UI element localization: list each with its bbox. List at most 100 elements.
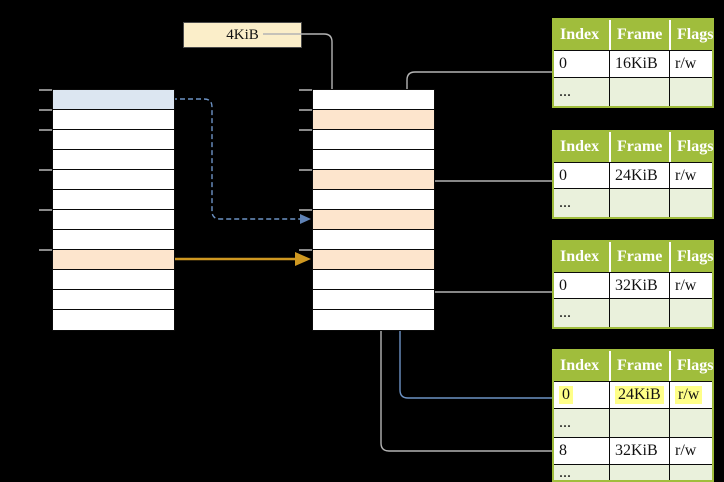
table-cell: r/w: [669, 50, 712, 77]
left-memory-column-row-5: [53, 170, 174, 190]
page-table-detail-row-3: ...: [554, 464, 712, 481]
table-cell: ...: [554, 464, 609, 481]
table-cell: 16KiB: [609, 50, 669, 77]
page-size-label: 4KiB: [183, 22, 302, 48]
connector-left-row1-to-middle-row7: [172, 98, 311, 224]
middle-memory-column-row-4: [313, 150, 434, 170]
table-cell: ...: [554, 408, 609, 437]
table-cell: r/w: [669, 272, 712, 298]
page-table-16kib-header-index: Index: [560, 26, 600, 43]
table-cell: 8: [554, 437, 609, 464]
table-cell: r/w: [669, 381, 712, 408]
left-memory-column-row-1: [53, 90, 174, 110]
middle-memory-column-row-2: [313, 110, 434, 130]
page-table-detail-row-1: ...: [554, 408, 712, 437]
table-cell: ...: [554, 298, 609, 327]
table-cell: r/w: [669, 437, 712, 464]
address-tick: [299, 109, 312, 111]
page-table-detail-header-flags: Flags: [669, 351, 713, 381]
address-tick: [299, 89, 312, 91]
page-table-detail-header-frame: Frame: [609, 351, 669, 381]
left-memory-column-row-6: [53, 190, 174, 210]
table-cell: 32KiB: [609, 437, 669, 464]
table-cell: 32KiB: [609, 272, 669, 298]
middle-memory-column-row-10: [313, 270, 434, 290]
address-tick: [299, 209, 312, 211]
highlighted-value: 0: [559, 386, 573, 404]
middle-memory-column-row-9: [313, 250, 434, 270]
address-tick: [39, 109, 52, 111]
page-table-16kib-row-1: ...: [554, 77, 712, 106]
address-tick: [39, 249, 52, 251]
page-table-32kib-row-1: ...: [554, 298, 712, 327]
arrowhead-right-icon: [295, 252, 311, 266]
middle-memory-column-row-3: [313, 130, 434, 150]
page-table-32kib-header-flags: Flags: [669, 242, 713, 272]
page-table-24kib-header-index: Index: [560, 138, 600, 155]
table-cell: [669, 464, 712, 480]
left-memory-column-row-2: [53, 110, 174, 130]
middle-memory-column-row-11: [313, 290, 434, 310]
page-table-32kib-header-frame: Frame: [609, 242, 669, 272]
page-table-24kib-header-flags: Flags: [669, 132, 713, 162]
page-table-24kib-header-frame: Frame: [609, 132, 669, 162]
middle-memory-column-row-8: [313, 230, 434, 250]
highlighted-value: r/w: [675, 386, 703, 404]
table-cell: 0: [554, 50, 609, 77]
table-cell: [609, 408, 669, 437]
table-cell: 24KiB: [609, 381, 669, 408]
page-table-detail-header-index: Index: [560, 357, 600, 374]
table-cell: [669, 77, 712, 106]
table-cell: [609, 298, 669, 327]
page-table-16kib-header-flags: Flags: [669, 20, 713, 50]
table-cell: 24KiB: [609, 162, 669, 188]
middle-memory-column-row-1: [313, 90, 434, 110]
table-cell: 0: [554, 162, 609, 188]
middle-memory-column-row-12: [313, 310, 434, 330]
arrowhead-right-icon: [300, 214, 311, 224]
address-tick: [299, 169, 312, 171]
table-cell: [609, 77, 669, 106]
address-tick: [39, 89, 52, 91]
page-table-24kib-row-1: ...: [554, 188, 712, 217]
middle-memory-column: [312, 89, 435, 331]
middle-memory-column-row-7: [313, 210, 434, 230]
left-memory-column-row-4: [53, 150, 174, 170]
table-cell: [609, 188, 669, 217]
table-cell: ...: [554, 188, 609, 217]
page-table-32kib-header-index: Index: [560, 248, 600, 265]
address-tick: [39, 209, 52, 211]
address-tick: [39, 169, 52, 171]
left-memory-column-row-3: [53, 130, 174, 150]
left-memory-column-row-9: [53, 250, 174, 270]
page-table-detail-row-0: 0 24KiB r/w: [554, 381, 712, 408]
page-size-label-text: 4KiB: [226, 26, 259, 43]
left-memory-column-row-11: [53, 290, 174, 310]
address-tick: [299, 129, 312, 131]
address-tick: [299, 249, 312, 251]
table-cell: [669, 298, 712, 327]
address-tick: [39, 129, 52, 131]
table-cell: [609, 464, 669, 480]
middle-memory-column-row-6: [313, 190, 434, 210]
table-cell: ...: [554, 77, 609, 106]
table-cell: 0: [554, 381, 609, 408]
left-memory-column-row-7: [53, 210, 174, 230]
left-memory-column-row-12: [53, 310, 174, 330]
page-table-16kib-header-frame: Frame: [609, 20, 669, 50]
left-memory-column: [52, 89, 175, 331]
table-cell: r/w: [669, 162, 712, 188]
